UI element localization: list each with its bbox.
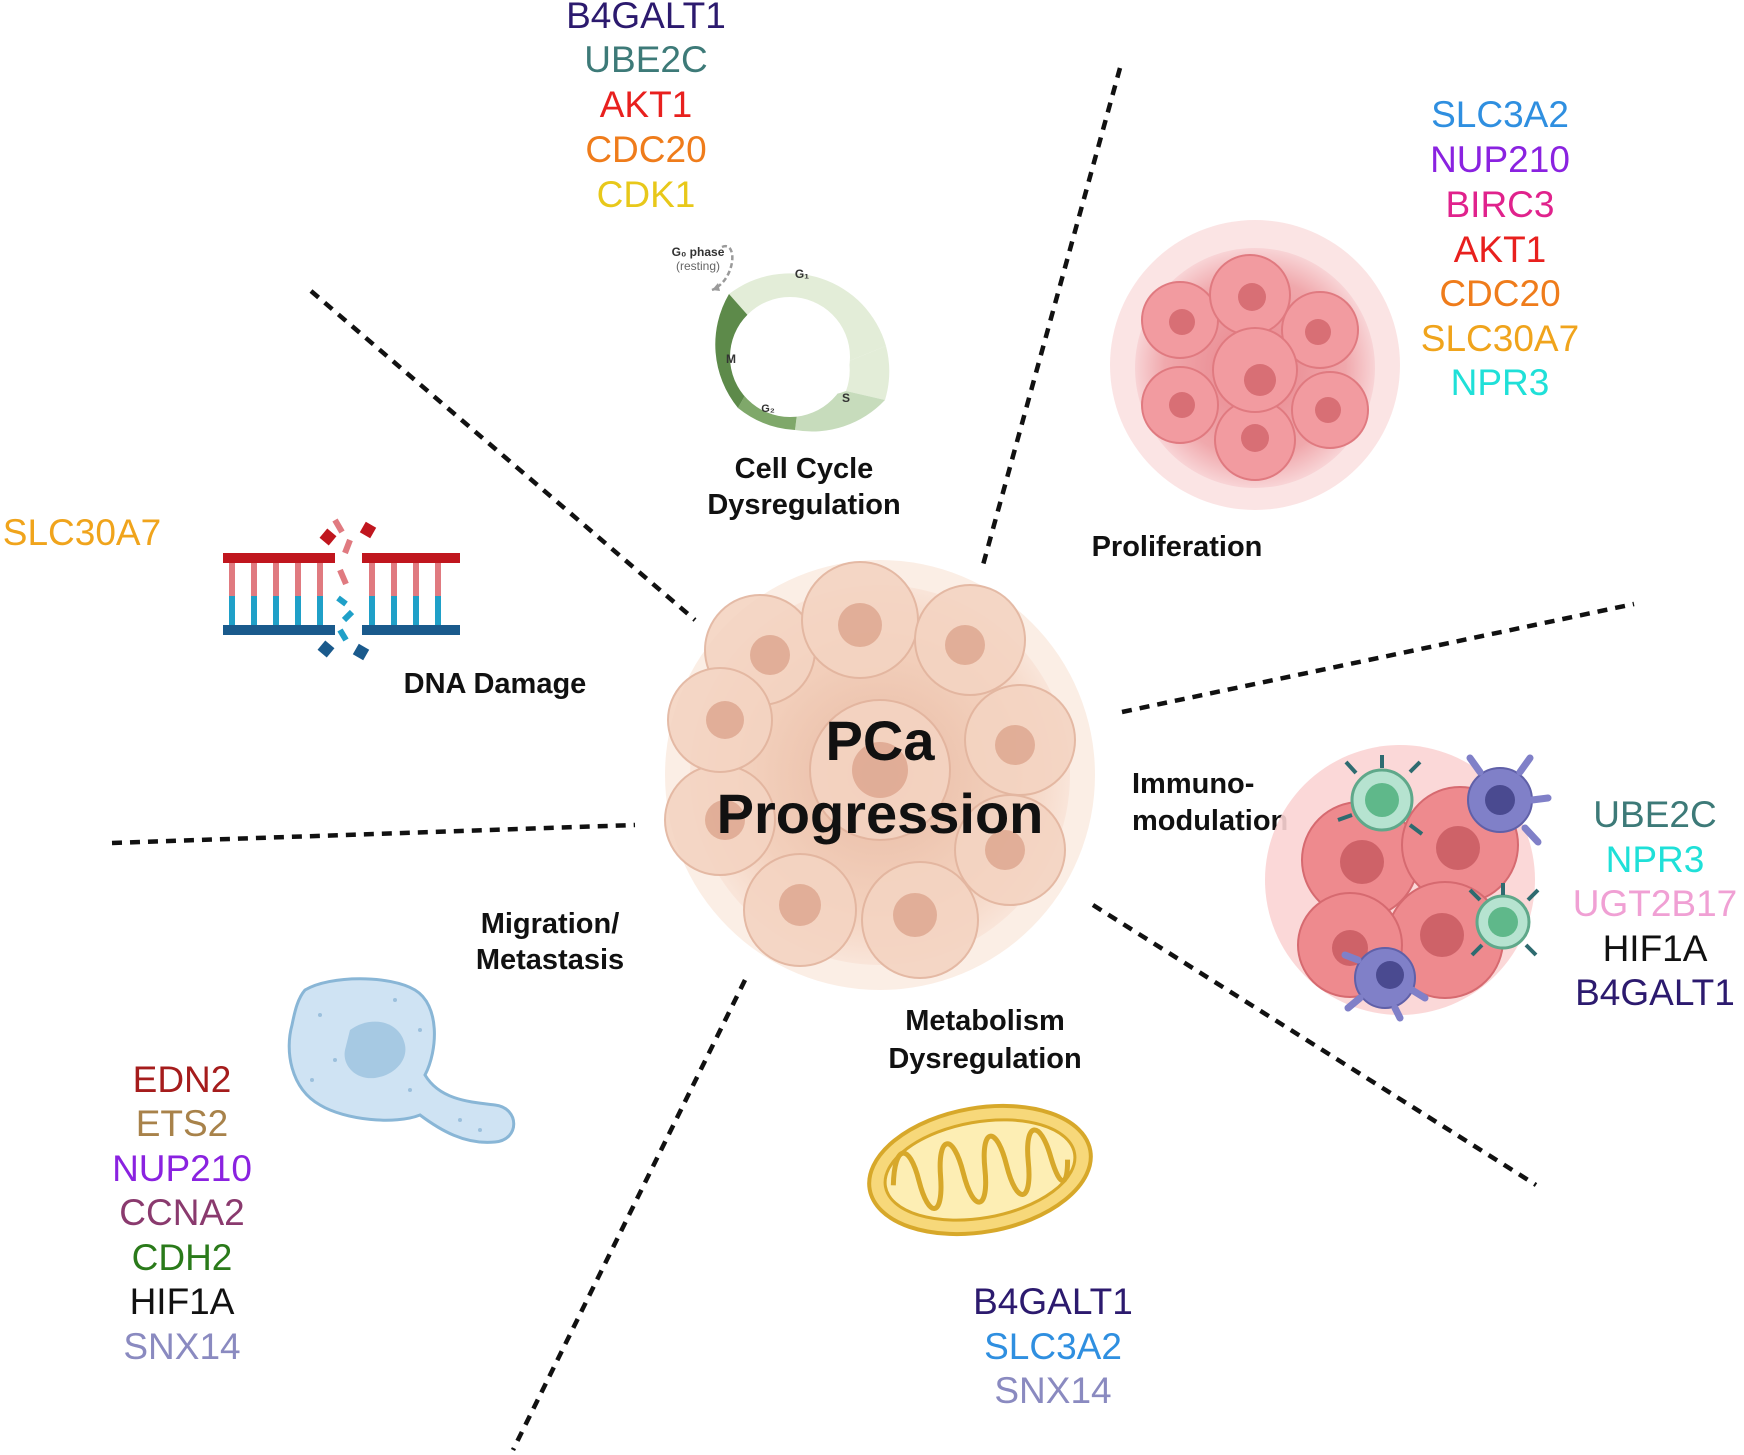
- metabolism-label-line1: Metabolism: [905, 1005, 1065, 1037]
- cell-cycle-label-line2: Dysregulation: [707, 489, 900, 521]
- migration-label-line2: Metastasis: [476, 944, 624, 976]
- separator-line: [980, 67, 1123, 566]
- g0-phase-sublabel: (resting): [676, 259, 720, 273]
- s-phase-label: S: [842, 391, 850, 405]
- central-tumor-illustration: PCa Progression: [664, 560, 1095, 990]
- proliferation-gene: NUP210: [1430, 139, 1570, 180]
- separator-line: [1091, 903, 1538, 1187]
- metabolism-gene: SNX14: [994, 1370, 1111, 1411]
- migration-label-line1: Migration/: [481, 908, 620, 940]
- proliferation-gene: SLC3A2: [1431, 94, 1569, 135]
- immunomodulation-label-line1: Immuno-: [1132, 768, 1254, 800]
- cell-cycle-gene: UBE2C: [584, 39, 707, 80]
- proliferation-gene: CDC20: [1439, 273, 1560, 314]
- dna-damage-gene: SLC30A7: [3, 512, 161, 553]
- proliferation-gene: AKT1: [1454, 229, 1547, 270]
- proliferation-cell-cluster-icon: [1110, 220, 1400, 510]
- metabolism-label-line2: Dysregulation: [888, 1043, 1081, 1075]
- cell-cycle-gene: B4GALT1: [566, 0, 726, 36]
- g1-phase-label: G₁: [795, 267, 809, 281]
- immune-tumor-cluster-icon: [1265, 745, 1552, 1022]
- immunomodulation-gene: NPR3: [1606, 839, 1705, 880]
- m-phase-label: M: [726, 352, 736, 366]
- cell-cycle-label-line1: Cell Cycle: [735, 453, 874, 485]
- cell-cycle-gene: CDK1: [597, 174, 696, 215]
- immunomodulation-gene: B4GALT1: [1575, 972, 1735, 1013]
- t-cell-icon: [1337, 755, 1424, 836]
- metabolism-section: Metabolism Dysregulation B4GALT1 SLC3A2 …: [867, 1005, 1133, 1411]
- migration-section: Migration/ Metastasis EDN2 ETS2 NUP210 C…: [112, 908, 624, 1367]
- metabolism-gene-list: B4GALT1 SLC3A2 SNX14: [973, 1281, 1133, 1411]
- migration-gene: ETS2: [136, 1103, 229, 1144]
- cell-cycle-gene-list: B4GALT1 UBE2C AKT1 CDC20 CDK1: [566, 0, 726, 215]
- dna-damage-section: SLC30A7: [3, 512, 587, 700]
- immunomodulation-gene: UBE2C: [1593, 794, 1716, 835]
- separator-line: [1121, 601, 1635, 715]
- migration-gene: NUP210: [112, 1148, 252, 1189]
- proliferation-gene-list: SLC3A2 NUP210 BIRC3 AKT1 CDC20 SLC30A7 N…: [1421, 94, 1579, 403]
- g2-phase-label: G₂: [761, 403, 775, 415]
- dendritic-cell-icon: [1341, 947, 1429, 1022]
- migration-gene: CCNA2: [119, 1192, 244, 1233]
- g0-phase-label: G₀ phase: [672, 245, 725, 259]
- migration-gene: CDH2: [132, 1237, 233, 1278]
- immunomodulation-gene-list: UBE2C NPR3 UGT2B17 HIF1A B4GALT1: [1573, 794, 1738, 1013]
- immunomodulation-gene: HIF1A: [1603, 928, 1708, 969]
- migration-gene: SNX14: [123, 1326, 240, 1367]
- mitochondrion-icon: [867, 1103, 1093, 1237]
- cell-cycle-ring-icon: G₁ S G₂ M G₀ phase (resting): [672, 245, 890, 432]
- migrating-cell-icon: [287, 977, 516, 1144]
- cell-cycle-gene: AKT1: [600, 84, 693, 125]
- dna-damage-label: DNA Damage: [404, 668, 587, 700]
- proliferation-gene: BIRC3: [1446, 184, 1555, 225]
- metabolism-gene: B4GALT1: [973, 1281, 1133, 1322]
- separator-line: [510, 979, 748, 1451]
- metabolism-gene: SLC3A2: [984, 1326, 1122, 1367]
- dendritic-cell-icon: [1466, 754, 1552, 846]
- immunomodulation-section: Immuno- modulation: [1132, 745, 1738, 1022]
- cell-cycle-section: B4GALT1 UBE2C AKT1 CDC20 CDK1 G₁ S G₂ M …: [566, 0, 901, 521]
- immunomodulation-label-line2: modulation: [1132, 805, 1288, 837]
- cell-cycle-gene: CDC20: [585, 129, 706, 170]
- separator-line: [309, 289, 697, 622]
- separator-line: [111, 822, 636, 846]
- dna-damage-gene-list: SLC30A7: [3, 512, 161, 553]
- proliferation-section: SLC3A2 NUP210 BIRC3 AKT1 CDC20 SLC30A7 N…: [1092, 94, 1580, 563]
- t-cell-icon: [1468, 883, 1540, 957]
- migration-gene: EDN2: [133, 1059, 232, 1100]
- proliferation-gene: NPR3: [1451, 362, 1550, 403]
- proliferation-label: Proliferation: [1092, 531, 1263, 563]
- migration-gene: HIF1A: [130, 1281, 235, 1322]
- dna-strand-icon: [223, 518, 460, 661]
- proliferation-gene: SLC30A7: [1421, 318, 1579, 359]
- migration-gene-list: EDN2 ETS2 NUP210 CCNA2 CDH2 HIF1A SNX14: [112, 1059, 252, 1367]
- immunomodulation-gene: UGT2B17: [1573, 883, 1738, 924]
- separator-lines: [111, 67, 1635, 1451]
- center-title-line1: PCa: [826, 709, 936, 772]
- center-title-line2: Progression: [717, 782, 1044, 845]
